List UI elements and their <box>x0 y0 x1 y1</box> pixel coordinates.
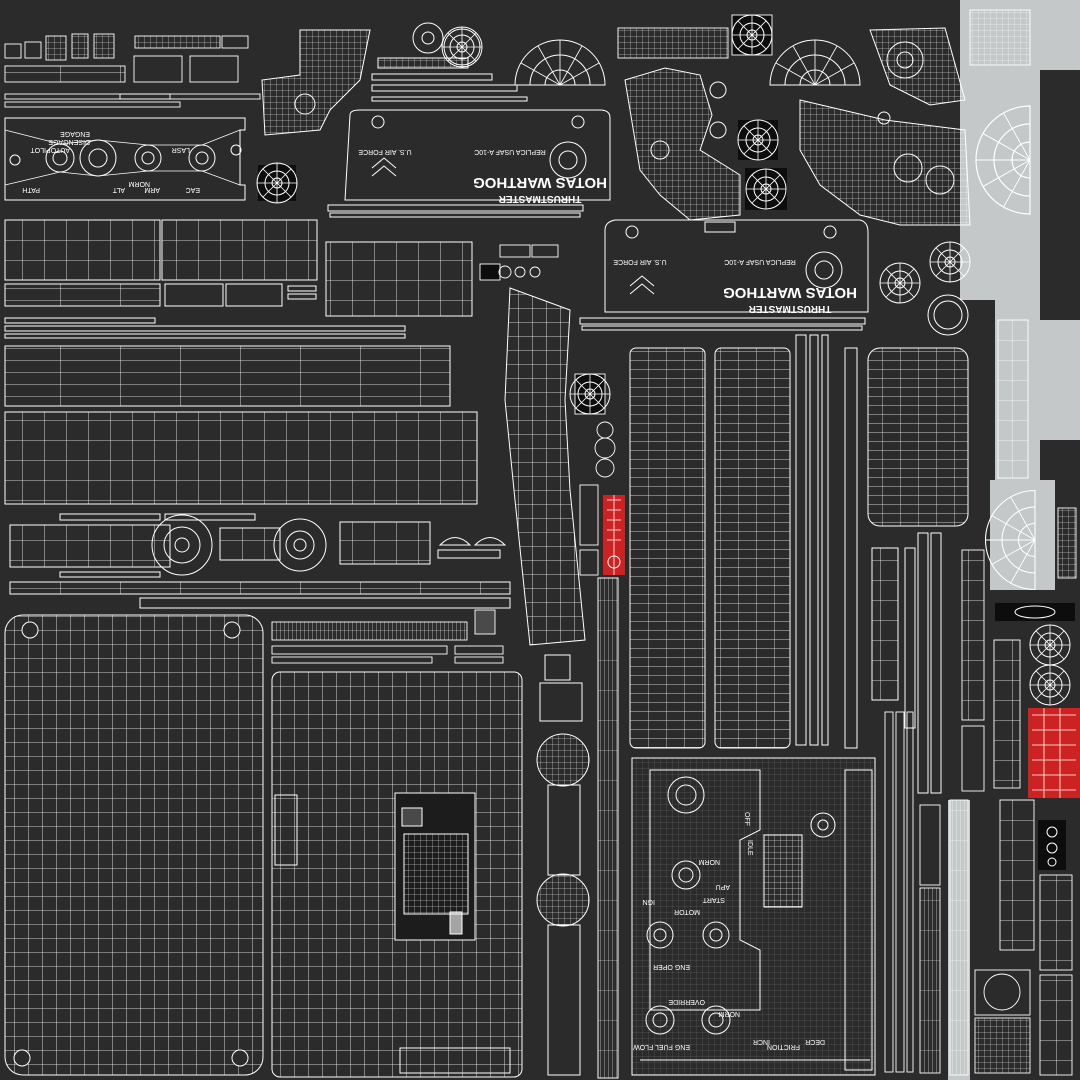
plate-b-product: HOTAS WARTHOG <box>723 284 857 301</box>
label-ign: IGN <box>643 898 655 905</box>
top-left-small-parts <box>4 33 261 108</box>
vertical-lever-pieces <box>536 577 619 1079</box>
label-decr: DECR <box>805 1038 825 1045</box>
plate-a-replica: REPLICA USAF A-10C <box>474 148 546 155</box>
plate-b-replica: REPLICA USAF A-10C <box>724 258 796 265</box>
big-center-panel <box>271 671 523 1078</box>
plate-b-airforce: U.S. AIR FORCE <box>613 258 667 265</box>
curved-pieces-top <box>261 22 528 136</box>
thrustmaster-plate-b-text: HOTAS WARTHOG THRUSTMASTER REPLICA USAF … <box>613 258 857 314</box>
plate-a-brand: THRUSTMASTER <box>498 193 582 204</box>
red-uv-island-group <box>603 495 1080 798</box>
small-bolt-icons <box>479 244 616 576</box>
label-path: PATH <box>22 186 40 193</box>
autopilot-panel-labels: AUTOPILOT DISENGAGE ENGAGE EAC ARM PATH … <box>22 130 200 193</box>
tall-center-panels <box>629 334 969 794</box>
plate-a-airforce: U.S. AIR FORCE <box>358 148 412 155</box>
label-engage: ENGAGE <box>60 130 90 137</box>
label-eng-oper: ENG OPER <box>653 963 690 970</box>
thrustmaster-plate-b <box>579 219 869 331</box>
label-friction: FRICTION <box>767 1043 800 1050</box>
label-motor: MOTOR <box>674 908 700 915</box>
left-wide-panels <box>4 219 478 505</box>
center-strip-rows <box>271 609 504 664</box>
label-apu: APU <box>716 883 730 890</box>
label-idle: IDLE <box>746 840 753 856</box>
label-eng-fuel-flow: ENG FUEL FLOW <box>633 1043 690 1050</box>
throttle-control-panel <box>631 757 876 1076</box>
label-lasr: LASR <box>172 146 190 153</box>
big-left-panel <box>4 614 264 1076</box>
curved-throttle-strip <box>504 287 586 646</box>
label-arm: ARM <box>144 186 160 193</box>
label-incr: INCR <box>753 1038 770 1045</box>
throttle-control-labels: IDLE OFF MOTOR START IGN NORM ENG OPER O… <box>633 812 825 1050</box>
label-norm: NORM <box>698 858 720 865</box>
plate-b-brand: THRUSTMASTER <box>748 303 832 314</box>
right-vertical-strips <box>884 319 1077 1076</box>
plate-a-product: HOTAS WARTHOG <box>473 174 607 191</box>
thrustmaster-plate-a-text: HOTAS WARTHOG THRUSTMASTER REPLICA USAF … <box>358 148 607 204</box>
label-off: OFF <box>743 812 750 826</box>
autopilot-panel <box>4 117 298 204</box>
label-norm: NORM <box>128 180 150 187</box>
label-disengage: DISENGAGE <box>48 138 90 145</box>
label-start: START <box>702 896 725 903</box>
right-rosettes <box>879 241 1075 870</box>
label-autopilot: AUTOPILOT <box>30 146 70 153</box>
label-alt: ALT <box>112 186 125 193</box>
label-eac: EAC <box>186 186 200 193</box>
window-strip-parts <box>617 9 1031 66</box>
thrustmaster-plate-a <box>327 109 611 218</box>
label-norm-2: NORM <box>718 1010 740 1017</box>
curved-bracket-top-right <box>624 27 971 226</box>
label-override: OVERRIDE <box>668 998 705 1005</box>
bolt-heads <box>709 81 891 210</box>
middle-left-rods <box>9 513 511 609</box>
